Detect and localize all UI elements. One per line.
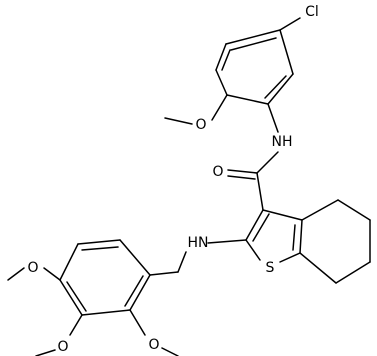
bond: [149, 271, 179, 276]
bond: [279, 29, 294, 75]
bond: [215, 43, 227, 71]
bond: [66, 281, 87, 312]
bond: [279, 252, 301, 263]
bond: [124, 275, 144, 307]
bond: [227, 169, 258, 174]
bond: [211, 94, 228, 121]
bond: [59, 243, 79, 281]
sulfur-atom-label: S: [266, 260, 275, 276]
bond: [77, 239, 121, 245]
bond: [69, 314, 83, 336]
bond: [59, 279, 83, 316]
bond: [301, 199, 339, 221]
bond: [267, 73, 294, 105]
bond: [279, 17, 301, 31]
bond: [81, 246, 119, 251]
methoxy-oxygen-label: O: [148, 337, 159, 353]
bond: [292, 224, 296, 251]
bond: [230, 37, 277, 51]
methoxy-oxygen-label: O: [195, 117, 206, 133]
bond: [245, 209, 264, 241]
bond: [264, 75, 287, 99]
atom-labels: Cl O NH O HN S O O O: [27, 4, 318, 355]
bond: [43, 267, 61, 281]
bond: [227, 175, 256, 180]
bond: [164, 117, 193, 125]
bond: [337, 199, 371, 221]
bond: [256, 151, 279, 174]
methoxy-oxygen-label: O: [57, 339, 68, 355]
bond: [335, 261, 371, 284]
amide-nh-label: NH: [272, 134, 293, 150]
bond: [225, 29, 281, 45]
carbonyl-oxygen-label: O: [212, 164, 223, 180]
bond: [226, 94, 269, 105]
bond: [161, 347, 179, 356]
bond: [245, 239, 261, 261]
bond: [207, 239, 247, 244]
bond: [252, 213, 270, 242]
bond: [267, 103, 279, 133]
bond: [119, 239, 151, 276]
bond: [262, 209, 303, 221]
bond: [7, 267, 25, 281]
bond: [129, 274, 151, 311]
bonds: [7, 17, 371, 356]
bond: [177, 251, 187, 273]
bond: [221, 49, 231, 71]
amine-hn-label: HN: [188, 235, 209, 251]
bond: [215, 69, 228, 96]
bond: [81, 309, 131, 316]
bond: [129, 309, 146, 336]
bond: [35, 349, 56, 356]
bond: [256, 172, 264, 211]
chlorine-atom-label: Cl: [305, 4, 319, 20]
methoxy-oxygen-label: O: [27, 260, 38, 276]
bond: [299, 219, 303, 254]
bond: [299, 252, 337, 284]
